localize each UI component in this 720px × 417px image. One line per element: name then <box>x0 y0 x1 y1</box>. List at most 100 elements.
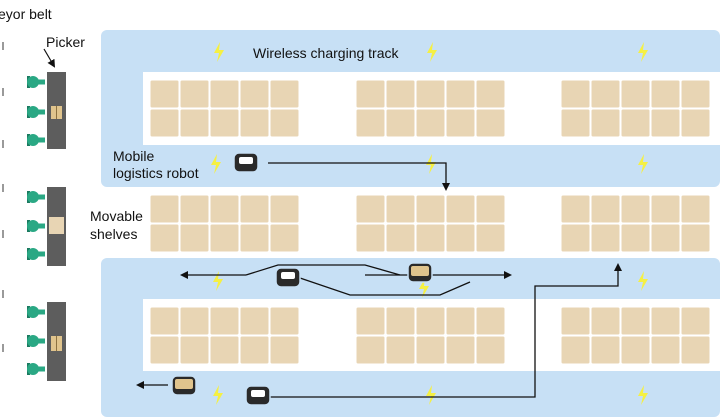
path-mid-lower <box>299 277 471 296</box>
picker-icon <box>27 220 45 232</box>
robot-icon <box>245 385 271 406</box>
picker-icon <box>27 335 45 347</box>
shelf-cell <box>149 223 180 253</box>
shelf-cell <box>179 194 210 224</box>
shelf-cell <box>650 335 681 365</box>
robot-icon <box>275 267 301 288</box>
shelf-cell <box>355 335 386 365</box>
shelf-cell <box>385 194 416 224</box>
robot-label-line2: logistics robot <box>113 165 199 181</box>
shelf-cell <box>590 306 621 336</box>
shelf-group <box>560 306 711 365</box>
picking-station-3 <box>47 302 66 381</box>
shelf-cell <box>620 306 651 336</box>
shelf-cell <box>620 223 651 253</box>
picker-label: Picker <box>46 34 85 50</box>
shelf-cell <box>415 108 446 138</box>
shelf-cell <box>385 108 416 138</box>
shelf-cell <box>475 335 506 365</box>
shelf-cell <box>385 306 416 336</box>
shelf-cell <box>560 306 591 336</box>
picker-icon <box>27 76 45 88</box>
picker-icon <box>27 306 45 318</box>
shelf-cell <box>239 223 270 253</box>
picker-icon <box>27 134 45 146</box>
picking-station-2 <box>47 187 66 266</box>
shelf-cell <box>475 306 506 336</box>
shelf-cell <box>560 223 591 253</box>
shelf-cell <box>445 194 476 224</box>
picking-station-1 <box>47 72 66 149</box>
shelf-cell <box>650 306 681 336</box>
shelf-cell <box>650 108 681 138</box>
shelf-cell <box>355 223 386 253</box>
shelf-cell <box>680 223 711 253</box>
shelf-cell <box>149 194 180 224</box>
shelf-cell <box>209 223 240 253</box>
shelf-cell <box>590 223 621 253</box>
picker-icon <box>27 363 45 375</box>
shelf-cell <box>415 223 446 253</box>
shelf-cell <box>475 223 506 253</box>
path-mid-upper <box>245 264 401 276</box>
shelf-cell <box>209 194 240 224</box>
shelf-cell <box>620 335 651 365</box>
shelf-group <box>355 79 506 138</box>
shelf-cell <box>590 79 621 109</box>
shelf-cell <box>680 79 711 109</box>
pickers <box>27 76 45 375</box>
shelf-cell <box>445 79 476 109</box>
shelf-cell <box>475 108 506 138</box>
shelf-group <box>149 194 300 253</box>
robot-icon <box>407 262 433 283</box>
shelf-cell <box>149 335 180 365</box>
shelf-cell <box>385 335 416 365</box>
shelf-cell <box>355 194 386 224</box>
charging-track-label: Wireless charging track <box>253 45 399 61</box>
shelf-cell <box>149 306 180 336</box>
conveyor-belt-label: eyor belt <box>0 6 52 22</box>
shelf-cell <box>385 79 416 109</box>
shelf-cell <box>179 79 210 109</box>
robot-label-line1: Mobile <box>113 148 155 164</box>
picker-pointer-arrow <box>43 48 56 68</box>
shelves-label-line2: shelves <box>90 226 138 242</box>
movable-shelves <box>149 79 711 365</box>
shelf-cell <box>415 306 446 336</box>
shelf-cell <box>590 335 621 365</box>
shelf-group <box>560 79 711 138</box>
shelf-cell <box>590 194 621 224</box>
shelf-cell <box>269 306 300 336</box>
shelf-cell <box>445 223 476 253</box>
shelf-cell <box>209 79 240 109</box>
robot-icon <box>171 375 197 396</box>
shelf-cell <box>209 306 240 336</box>
shelf-cell <box>445 335 476 365</box>
shelf-cell <box>239 108 270 138</box>
shelf-cell <box>475 79 506 109</box>
shelf-cell <box>415 79 446 109</box>
shelf-cell <box>680 306 711 336</box>
shelf-cell <box>239 306 270 336</box>
shelf-cell <box>179 306 210 336</box>
shelf-cell <box>415 194 446 224</box>
shelf-cell <box>650 79 681 109</box>
shelf-cell <box>269 335 300 365</box>
shelf-cell <box>179 223 210 253</box>
shelf-cell <box>560 194 591 224</box>
shelf-cell <box>680 194 711 224</box>
shelf-cell <box>355 108 386 138</box>
shelf-group <box>149 306 300 365</box>
shelf-cell <box>355 306 386 336</box>
shelf-cell <box>269 108 300 138</box>
shelf-group <box>560 194 711 253</box>
shelf-cell <box>560 335 591 365</box>
shelf-cell <box>239 79 270 109</box>
shelf-cell <box>620 194 651 224</box>
shelf-cell <box>385 223 416 253</box>
shelf-cell <box>560 79 591 109</box>
shelf-cell <box>149 108 180 138</box>
shelf-cell <box>239 335 270 365</box>
picker-icon <box>27 248 45 260</box>
